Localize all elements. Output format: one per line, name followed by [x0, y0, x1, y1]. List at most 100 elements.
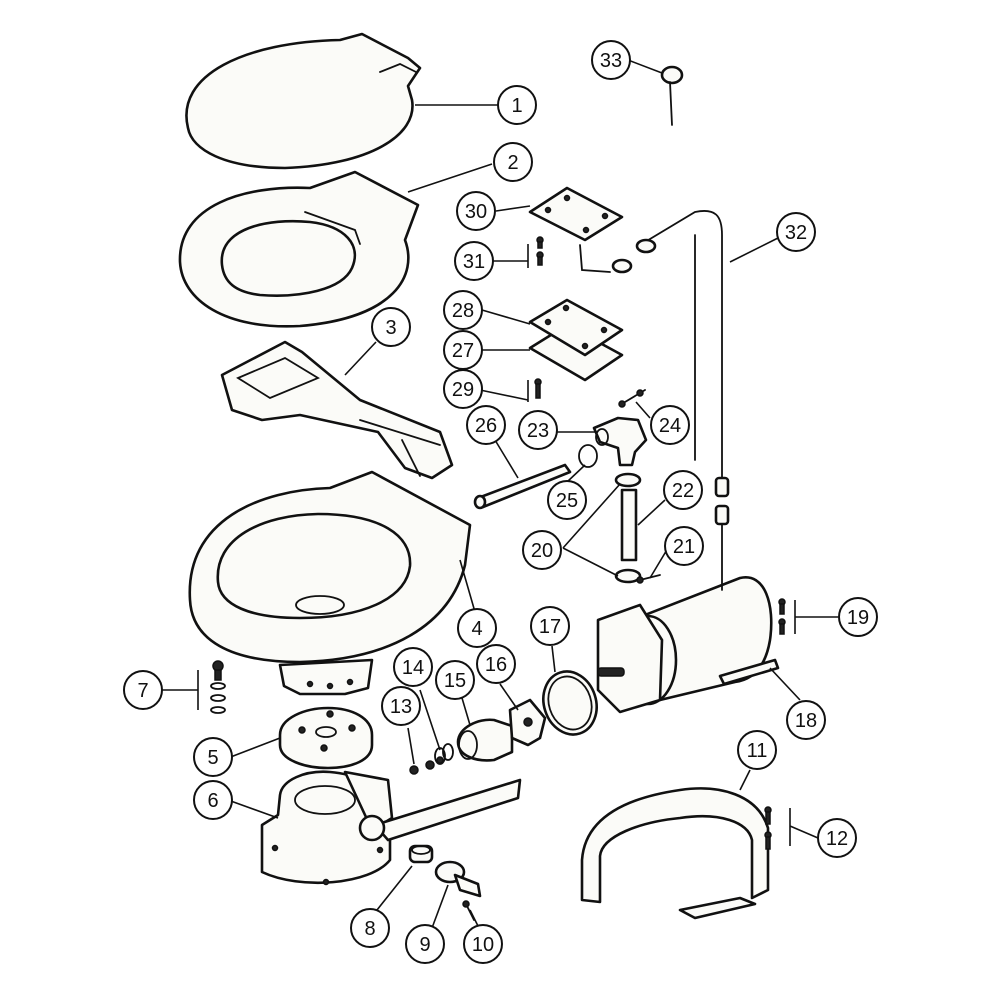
leader-lines [160, 59, 838, 929]
callout-label: 32 [785, 222, 807, 244]
callout-31: 31 [454, 241, 494, 281]
part-cover-plate-screws [536, 236, 544, 266]
callout-label: 19 [847, 607, 869, 629]
callout-20: 20 [522, 530, 562, 570]
callout-21: 21 [664, 526, 704, 566]
callout-circle [405, 924, 445, 964]
callout-circle [493, 142, 533, 182]
callout-circle [664, 526, 704, 566]
part-toggle-switch [660, 65, 684, 126]
callout-label: 15 [444, 670, 466, 692]
callout-circle [443, 369, 483, 409]
callout-10: 10 [463, 924, 503, 964]
callout-circle [371, 307, 411, 347]
part-pump-shaft [434, 860, 482, 898]
callout-circle [530, 606, 570, 646]
callout-29: 29 [443, 369, 483, 409]
callout-26: 26 [466, 405, 506, 445]
callout-circle [123, 670, 163, 710]
callout-label: 26 [475, 415, 497, 437]
part-pump-base [260, 770, 522, 886]
callout-circle [547, 480, 587, 520]
callout-label: 10 [472, 934, 494, 956]
callout-11: 11 [737, 730, 777, 770]
part-seat-ring [178, 170, 420, 328]
callout-label: 33 [600, 50, 622, 72]
callout-label: 22 [672, 480, 694, 502]
callout-5: 5 [193, 737, 233, 777]
part-mounting-screws [409, 756, 444, 775]
callout-32: 32 [776, 212, 816, 252]
callout-33: 33 [591, 40, 631, 80]
part-check-valve [408, 844, 434, 864]
callout-label: 5 [207, 747, 218, 769]
callout-6: 6 [193, 780, 233, 820]
callout-label: 24 [659, 415, 681, 437]
callout-label: 11 [747, 740, 768, 762]
callout-circle [591, 40, 631, 80]
callout-circle [786, 700, 826, 740]
callout-16: 16 [476, 644, 516, 684]
callout-30: 30 [456, 191, 496, 231]
callout-7: 7 [123, 670, 163, 710]
part-motor [596, 576, 780, 714]
part-seat-lid [185, 32, 422, 170]
part-gasket-plate-upper [528, 298, 624, 357]
callout-label: 29 [452, 379, 474, 401]
callout-circle [650, 405, 690, 445]
callout-23: 23 [518, 410, 558, 450]
callout-label: 31 [463, 251, 485, 273]
callout-label: 12 [826, 828, 848, 850]
callout-28: 28 [443, 290, 483, 330]
callout-circle [737, 730, 777, 770]
callout-label: 21 [673, 536, 695, 558]
callout-3: 3 [371, 307, 411, 347]
callout-circle [454, 241, 494, 281]
part-cover-plate [528, 186, 624, 242]
callout-12: 12 [817, 818, 857, 858]
part-pump-housing [456, 718, 514, 762]
callout-24: 24 [650, 405, 690, 445]
callout-label: 18 [795, 710, 817, 732]
part-base-gasket [278, 706, 374, 770]
callout-8: 8 [350, 908, 390, 948]
callout-label: 7 [137, 680, 148, 702]
callout-label: 14 [402, 657, 424, 679]
callout-2: 2 [493, 142, 533, 182]
callout-label: 1 [511, 95, 522, 117]
callout-label: 20 [531, 540, 553, 562]
callout-circle [457, 608, 497, 648]
callout-label: 13 [390, 696, 412, 718]
callout-13: 13 [381, 686, 421, 726]
callout-18: 18 [786, 700, 826, 740]
callout-label: 8 [364, 918, 375, 940]
part-motor-screws [778, 598, 786, 635]
callout-14: 14 [393, 647, 433, 687]
part-connecting-rod [473, 463, 572, 510]
part-mounting-hardware [210, 660, 226, 714]
callout-circle [350, 908, 390, 948]
callout-label: 28 [452, 300, 474, 322]
callout-label: 27 [452, 340, 474, 362]
callout-circle [497, 85, 537, 125]
callout-circle [193, 737, 233, 777]
part-cover-screws [764, 806, 772, 850]
callout-label: 30 [465, 201, 487, 223]
callout-label: 23 [527, 420, 549, 442]
part-screw [462, 900, 475, 921]
part-o-ring [542, 670, 598, 736]
callout-circle [518, 410, 558, 450]
callout-22: 22 [663, 470, 703, 510]
callout-circle [838, 597, 878, 637]
part-impeller [508, 698, 547, 747]
callout-label: 25 [556, 490, 578, 512]
part-small-gasket [578, 444, 598, 468]
callout-circle [522, 530, 562, 570]
part-toilet-bowl [188, 470, 472, 696]
callout-label: 16 [485, 654, 507, 676]
callout-1: 1 [497, 85, 537, 125]
callout-circle [381, 686, 421, 726]
callout-circle [466, 405, 506, 445]
callout-circle [443, 290, 483, 330]
